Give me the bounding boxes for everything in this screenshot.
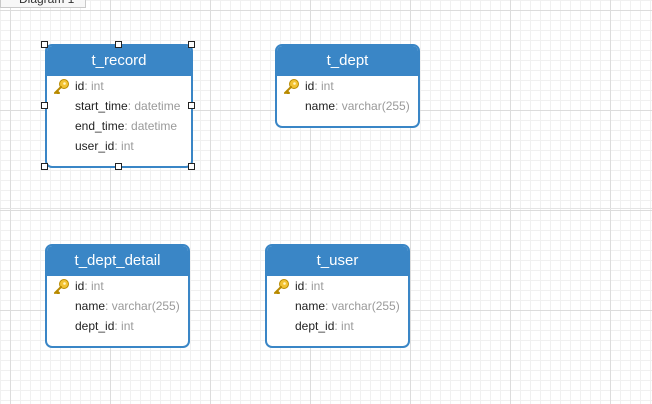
field-row[interactable]: user_id: int — [47, 136, 191, 156]
field-name: start_time — [75, 99, 128, 113]
field-type: : int — [314, 79, 334, 93]
field-row[interactable]: name: varchar(255) — [277, 96, 418, 116]
field-row[interactable]: dept_id: int — [267, 316, 408, 336]
key-icon — [54, 79, 69, 94]
field-row[interactable]: end_time: datetime — [47, 116, 191, 136]
field-type: : varchar(255) — [105, 299, 180, 313]
field-name: id — [305, 79, 315, 93]
field-type: : int — [84, 279, 104, 293]
field-name: name — [75, 299, 106, 313]
field-name: name — [295, 299, 326, 313]
field-name: end_time — [75, 119, 125, 133]
field-name: name — [305, 99, 336, 113]
field-type: : varchar(255) — [325, 299, 400, 313]
tab-diagram-1[interactable]: Diagram 1 — [0, 0, 86, 8]
key-icon — [284, 79, 299, 94]
entity-title: t_dept — [277, 46, 418, 76]
entity-t-dept[interactable]: t_dept id: int name: varchar(255) — [275, 44, 420, 128]
entity-title: t_dept_detail — [47, 246, 188, 276]
field-type: : varchar(255) — [335, 99, 410, 113]
field-type: : int — [114, 319, 134, 333]
field-row[interactable]: start_time: datetime — [47, 96, 191, 116]
field-row[interactable]: name: varchar(255) — [267, 296, 408, 316]
field-name: dept_id — [295, 319, 335, 333]
resize-handle-bottom-right[interactable] — [188, 163, 195, 170]
resize-handle-left[interactable] — [41, 102, 48, 109]
field-row[interactable]: name: varchar(255) — [47, 296, 188, 316]
field-row[interactable]: id: int — [277, 76, 418, 96]
resize-handle-bottom-left[interactable] — [41, 163, 48, 170]
resize-handle-top-right[interactable] — [188, 41, 195, 48]
entity-t-dept-detail[interactable]: t_dept_detail id: int name: varchar(255)… — [45, 244, 190, 348]
field-name: user_id — [75, 139, 115, 153]
resize-handle-bottom[interactable] — [115, 163, 122, 170]
field-type: : int — [304, 279, 324, 293]
resize-handle-top-left[interactable] — [41, 41, 48, 48]
entity-title: t_record — [47, 46, 191, 76]
field-row[interactable]: id: int — [47, 276, 188, 296]
key-icon — [274, 279, 289, 294]
field-type: : int — [334, 319, 354, 333]
page-break-line — [0, 208, 652, 209]
key-icon — [54, 279, 69, 294]
field-name: id — [75, 79, 85, 93]
resize-handle-right[interactable] — [188, 102, 195, 109]
entity-t-user[interactable]: t_user id: int name: varchar(255) dept_i… — [265, 244, 410, 348]
field-type: : datetime — [124, 119, 178, 133]
field-row[interactable]: dept_id: int — [47, 316, 188, 336]
field-row[interactable]: id: int — [47, 76, 191, 96]
field-name: id — [295, 279, 305, 293]
field-name: id — [75, 279, 85, 293]
field-type: : datetime — [127, 99, 181, 113]
field-row[interactable]: id: int — [267, 276, 408, 296]
entity-title: t_user — [267, 246, 408, 276]
field-name: dept_id — [75, 319, 115, 333]
resize-handle-top[interactable] — [115, 41, 122, 48]
entity-t-record[interactable]: t_record id: int start_time: datetime en… — [45, 44, 193, 168]
field-type: : int — [114, 139, 134, 153]
field-type: : int — [84, 79, 104, 93]
